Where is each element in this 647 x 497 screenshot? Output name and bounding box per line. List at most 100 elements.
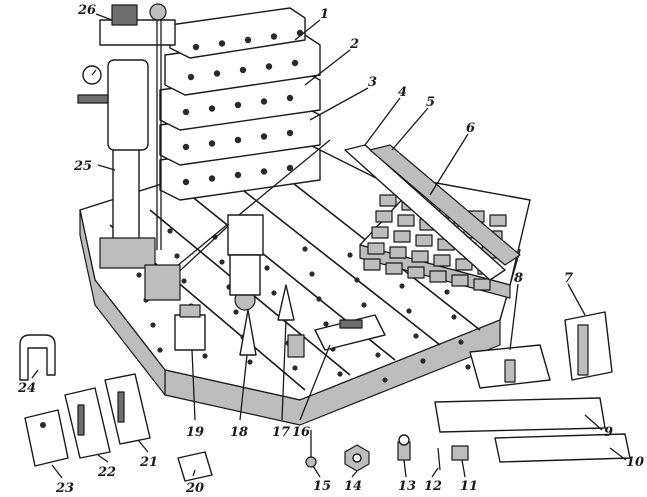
- block-hole: [234, 136, 242, 144]
- block-hole: [234, 171, 242, 179]
- grid-cell: [367, 242, 385, 255]
- block-hole: [192, 43, 200, 51]
- callout-8: 8: [514, 271, 523, 286]
- plate-hole: [323, 321, 329, 327]
- callout-19: 19: [186, 425, 204, 440]
- callout-26: 26: [77, 3, 96, 18]
- plate-hole: [157, 347, 163, 353]
- callout-6: 6: [466, 121, 475, 136]
- callout-1: 1: [320, 7, 329, 22]
- callout-24: 24: [17, 381, 36, 396]
- block-hole: [182, 108, 190, 116]
- grid-cell: [371, 226, 389, 239]
- grid-cell: [389, 246, 407, 259]
- block-hole: [187, 73, 195, 81]
- grid-cell: [379, 194, 397, 207]
- block-hole: [286, 129, 294, 137]
- plate-hole: [202, 353, 208, 359]
- plate-hole: [420, 358, 426, 364]
- callout-10: 10: [626, 455, 644, 470]
- plate-hole: [302, 246, 308, 252]
- plate-hole: [444, 289, 450, 295]
- plate-hole: [458, 339, 464, 345]
- block-hole: [208, 140, 216, 147]
- plate-hole: [399, 283, 405, 289]
- grid-cell: [375, 210, 393, 223]
- block-hole: [239, 66, 247, 74]
- callout-12: 12: [424, 479, 442, 494]
- plate-hole: [150, 322, 156, 328]
- callout-20: 20: [185, 481, 204, 496]
- column-post: [77, 3, 176, 269]
- loose-parts: [19, 311, 631, 482]
- block-hole: [265, 63, 273, 70]
- grid-cell: [473, 278, 491, 291]
- plate-hole: [271, 290, 277, 296]
- plate-hole: [354, 277, 360, 283]
- callout-2: 2: [349, 37, 359, 52]
- plate-hole: [292, 365, 298, 371]
- block-hole: [234, 101, 242, 109]
- plate-hole: [316, 296, 322, 302]
- block-hole: [291, 59, 299, 67]
- block-hole: [270, 33, 278, 40]
- grid-cell: [363, 258, 381, 271]
- grid-cell: [393, 230, 411, 243]
- plate-hole: [136, 272, 142, 278]
- grid-cell: [397, 214, 415, 227]
- callout-9: 9: [604, 425, 613, 440]
- plate-hole: [247, 359, 253, 365]
- grid-cell: [385, 262, 403, 275]
- block-hole: [260, 168, 268, 175]
- plate-hole: [375, 352, 381, 358]
- callout-16: 16: [292, 425, 310, 440]
- leader-lines: [31, 13, 627, 479]
- plate-hole: [174, 253, 180, 259]
- callout-15: 15: [313, 479, 331, 494]
- callout-11: 11: [460, 479, 478, 494]
- callout-3: 3: [368, 75, 377, 90]
- block-hole: [208, 175, 216, 182]
- grid-cell: [411, 250, 429, 263]
- grid-cell: [415, 234, 433, 247]
- callout-17: 17: [272, 425, 290, 440]
- grid-cell: [407, 266, 425, 279]
- grid-cell: [489, 214, 507, 227]
- callouts: 1 2 3 4 5 6 7 8 9 10 11 12 13 14 15 16 1…: [17, 3, 644, 496]
- block-hole: [218, 40, 226, 47]
- callout-7: 7: [564, 271, 573, 286]
- block-hole: [213, 70, 221, 77]
- block-hole: [244, 36, 252, 44]
- grid-cell: [451, 274, 469, 287]
- grid-cell: [429, 270, 447, 283]
- callout-18: 18: [230, 425, 248, 440]
- block-holes: [182, 29, 304, 186]
- rails: [344, 144, 521, 281]
- callout-13: 13: [398, 479, 416, 494]
- plate-parts: [174, 284, 386, 358]
- callout-23: 23: [55, 481, 74, 496]
- plate-hole: [465, 364, 471, 370]
- plate-hole: [337, 371, 343, 377]
- plate-hole: [382, 377, 388, 383]
- plate-hole: [406, 308, 412, 314]
- plate-hole: [361, 302, 367, 308]
- plate-hole: [219, 259, 225, 265]
- callout-25: 25: [73, 159, 92, 174]
- callout-22: 22: [97, 465, 116, 480]
- block-hole: [260, 133, 268, 140]
- stacked-blocks: [159, 7, 321, 201]
- plate-hole: [233, 309, 239, 315]
- block-hole: [208, 105, 216, 112]
- grid-cell: [433, 254, 451, 267]
- block-hole: [182, 178, 190, 186]
- plate-hole: [451, 314, 457, 320]
- block-hole: [286, 164, 294, 172]
- plate-hole: [264, 265, 270, 271]
- block-hole: [260, 98, 268, 105]
- plate-hole: [167, 228, 173, 234]
- block-hole: [182, 143, 190, 151]
- plate-hole: [309, 271, 315, 277]
- plate-hole: [347, 252, 353, 258]
